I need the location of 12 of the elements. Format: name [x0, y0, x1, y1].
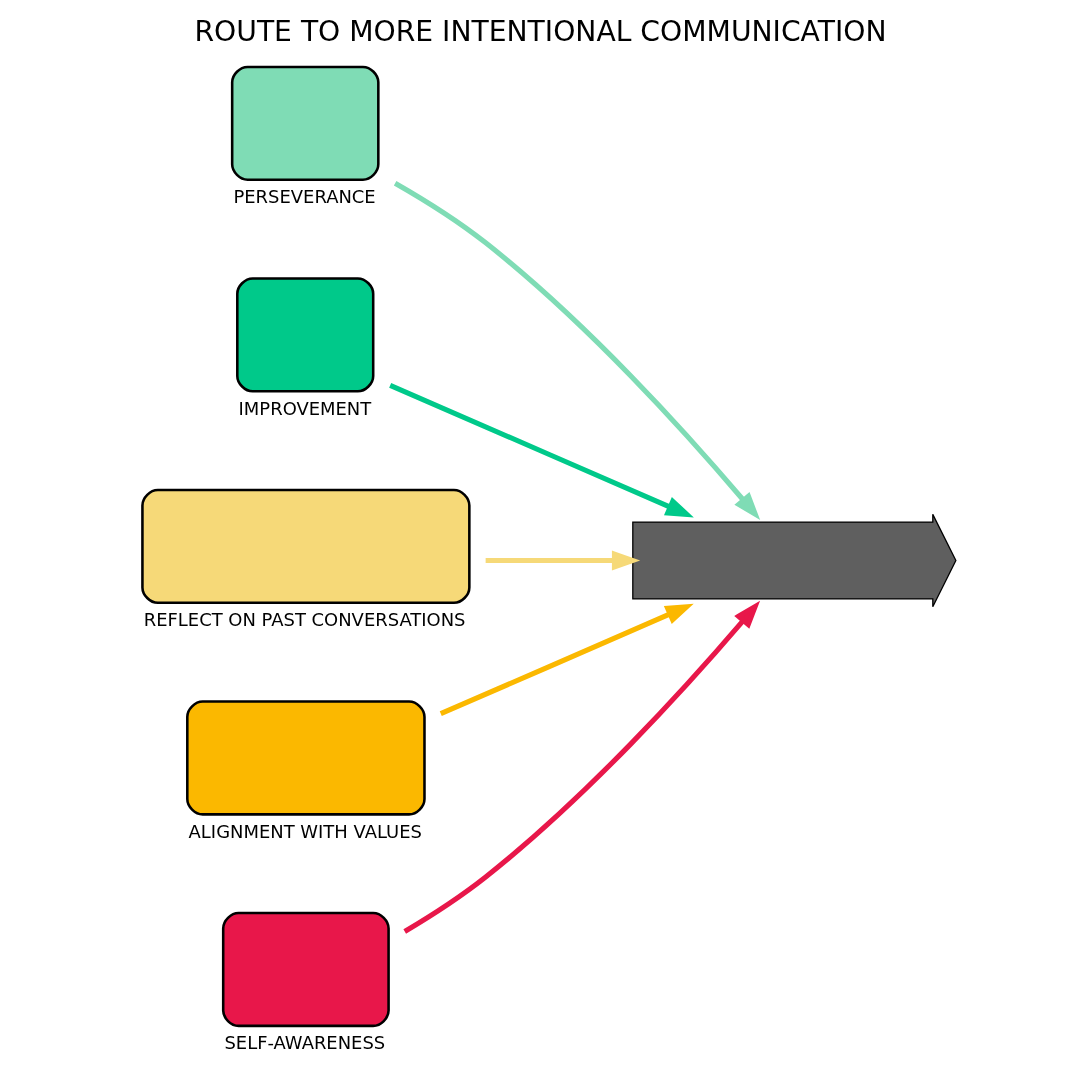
arrow [439, 603, 694, 717]
node-arrow [631, 513, 957, 608]
node-label: ALIGNMENT WITH VALUES [188, 820, 422, 842]
arrow [388, 383, 694, 518]
node-label: PERSEVERANCE [232, 186, 376, 208]
node-label: IMPROVEMENT [238, 397, 371, 419]
arrow [402, 600, 760, 934]
diagram-title: ROUTE TO MORE INTENTIONAL COMMUNICATION [194, 15, 886, 49]
node-label: REFLECT ON PAST CONVERSATIONS [143, 609, 465, 631]
arrow [393, 181, 760, 520]
node-label: SELF-AWARENESS [223, 1032, 385, 1054]
arrow [485, 550, 640, 571]
